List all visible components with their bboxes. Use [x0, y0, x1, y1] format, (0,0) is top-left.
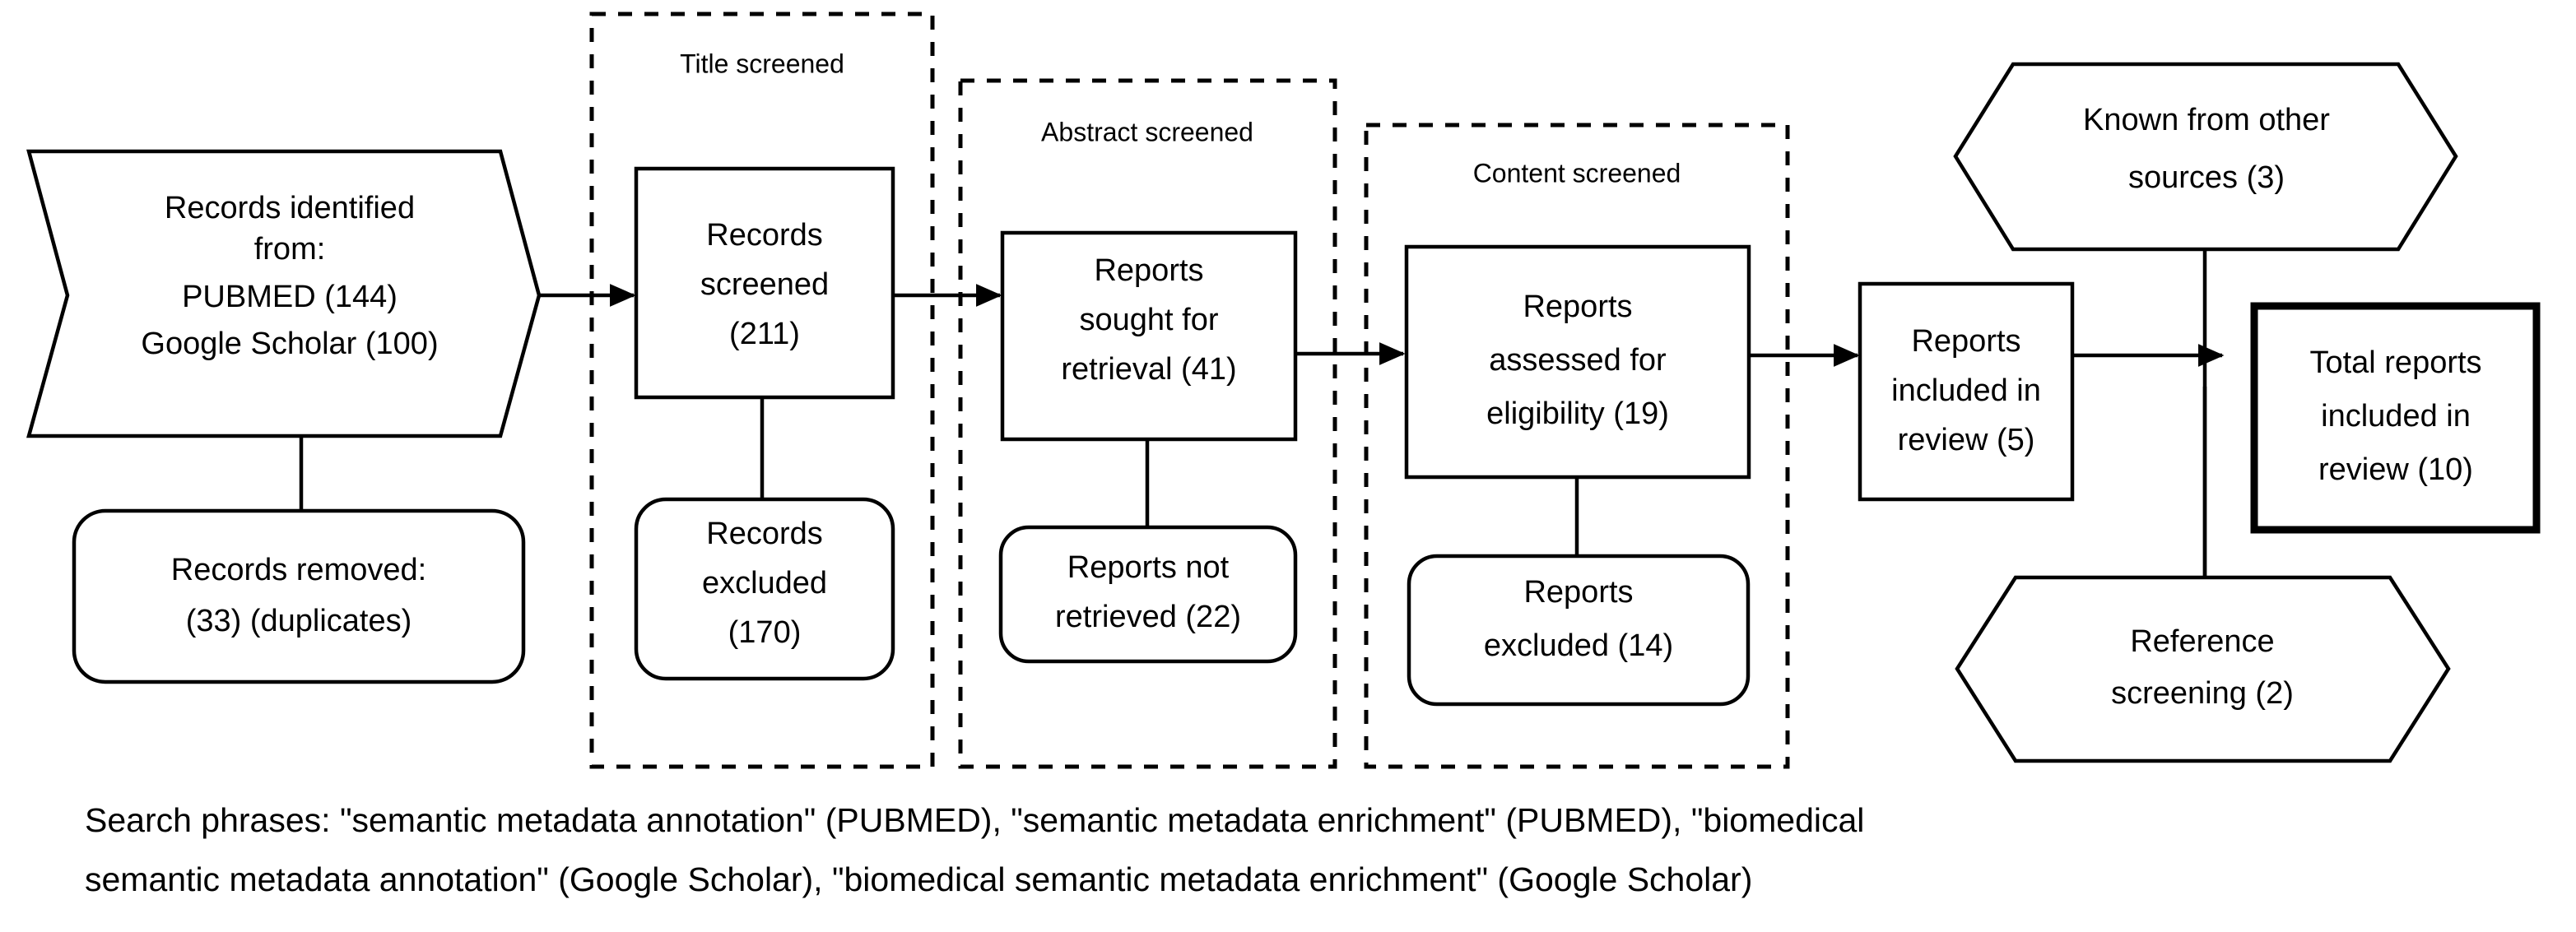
- group-title-screened-border: [589, 12, 935, 769]
- node-reference-screening-line-1: Reference: [2130, 624, 2274, 659]
- caption-line-1: Search phrases: "semantic metadata annot…: [85, 801, 1864, 839]
- node-reports-assessed-line-3: eligibility (19): [1486, 396, 1669, 431]
- node-total-reports-included-shape[interactable]: [2250, 302, 2541, 534]
- node-total-reports-included[interactable]: Total reports included in review (10): [2250, 302, 2541, 534]
- caption: Search phrases: "semantic metadata annot…: [85, 801, 1864, 898]
- node-reference-screening[interactable]: Reference screening (2): [1955, 575, 2451, 763]
- node-reports-included-line-2: included in: [1891, 373, 2041, 408]
- node-records-identified-line-4: Google Scholar (100): [141, 327, 438, 361]
- node-records-excluded-line-3: (170): [728, 615, 802, 650]
- node-records-excluded-line-1: Records: [706, 517, 823, 551]
- group-content-screened-label: Content screened: [1473, 158, 1681, 188]
- node-reference-screening-shape[interactable]: [1955, 575, 2451, 763]
- node-known-other-sources[interactable]: Known from other sources (3): [1953, 62, 2458, 252]
- node-reports-included[interactable]: Reports included in review (5): [1858, 281, 2075, 502]
- node-records-excluded-shape[interactable]: [634, 497, 895, 681]
- node-reports-not-retrieved[interactable]: Reports not retrieved (22): [998, 525, 1298, 664]
- node-reports-not-retrieved-shape[interactable]: [998, 525, 1298, 664]
- node-reports-excluded-line-2: excluded (14): [1484, 628, 1673, 663]
- node-known-other-sources-shape[interactable]: [1953, 62, 2458, 252]
- node-reports-excluded[interactable]: Reports excluded (14): [1407, 554, 1751, 707]
- node-reports-excluded-shape[interactable]: [1407, 554, 1751, 707]
- node-reports-assessed-line-1: Reports: [1523, 290, 1632, 324]
- node-reports-sought-line-2: sought for: [1080, 303, 1219, 337]
- node-records-identified-line-1: Records identified: [165, 191, 415, 225]
- node-reports-excluded-line-1: Reports: [1523, 575, 1633, 610]
- node-known-other-sources-line-2: sources (3): [2128, 160, 2285, 195]
- node-records-removed-shape[interactable]: [72, 508, 526, 684]
- node-records-excluded-line-2: excluded: [702, 566, 827, 600]
- node-reports-included-shape[interactable]: [1858, 281, 2075, 502]
- group-title-screened: Title screened: [589, 12, 935, 769]
- node-records-excluded[interactable]: Records excluded (170): [634, 497, 895, 681]
- group-abstract-screened-border: [958, 78, 1337, 769]
- node-records-identified-line-3: PUBMED (144): [182, 280, 398, 314]
- node-records-removed-line-1: Records removed:: [171, 553, 426, 587]
- node-records-removed[interactable]: Records removed: (33) (duplicates): [72, 508, 526, 684]
- node-records-identified-shape[interactable]: [26, 149, 542, 438]
- node-reports-not-retrieved-line-1: Reports not: [1067, 550, 1230, 585]
- node-reports-assessed-line-2: assessed for: [1489, 343, 1667, 378]
- node-reports-sought-line-1: Reports: [1094, 253, 1203, 288]
- group-abstract-screened: Abstract screened: [958, 78, 1337, 769]
- node-reports-included-line-3: review (5): [1898, 423, 2035, 457]
- group-title-screened-label: Title screened: [680, 49, 844, 78]
- node-reports-included-line-1: Reports: [1911, 324, 2020, 359]
- node-records-screened-line-3: (211): [729, 317, 800, 351]
- group-abstract-screened-label: Abstract screened: [1041, 117, 1253, 146]
- group-content-screened: Content screened: [1364, 123, 1790, 769]
- node-reports-assessed-shape[interactable]: [1404, 244, 1751, 480]
- node-reports-assessed[interactable]: Reports assessed for eligibility (19): [1404, 244, 1751, 480]
- node-reports-not-retrieved-line-2: retrieved (22): [1055, 600, 1241, 634]
- node-known-other-sources-line-1: Known from other: [2083, 103, 2330, 137]
- node-records-removed-line-2: (33) (duplicates): [186, 604, 412, 638]
- caption-line-2: semantic metadata annotation" (Google Sc…: [85, 860, 1752, 898]
- node-total-reports-included-line-2: included in: [2321, 399, 2471, 434]
- node-records-identified-line-2: from:: [254, 232, 326, 267]
- node-records-screened[interactable]: Records screened (211): [634, 166, 895, 400]
- node-records-screened-line-2: screened: [700, 267, 829, 302]
- node-records-identified[interactable]: Records identified from: PUBMED (144) Go…: [26, 149, 542, 438]
- group-content-screened-border: [1364, 123, 1790, 769]
- node-reports-sought-shape[interactable]: [1000, 230, 1298, 442]
- node-reports-sought-line-3: retrieval (41): [1061, 352, 1236, 387]
- node-reference-screening-line-2: screening (2): [2111, 676, 2294, 711]
- node-records-screened-line-1: Records: [706, 218, 823, 253]
- node-total-reports-included-line-1: Total reports: [2309, 345, 2481, 380]
- node-total-reports-included-line-3: review (10): [2318, 452, 2473, 487]
- node-records-screened-shape[interactable]: [634, 166, 895, 400]
- node-reports-sought[interactable]: Reports sought for retrieval (41): [1000, 230, 1298, 442]
